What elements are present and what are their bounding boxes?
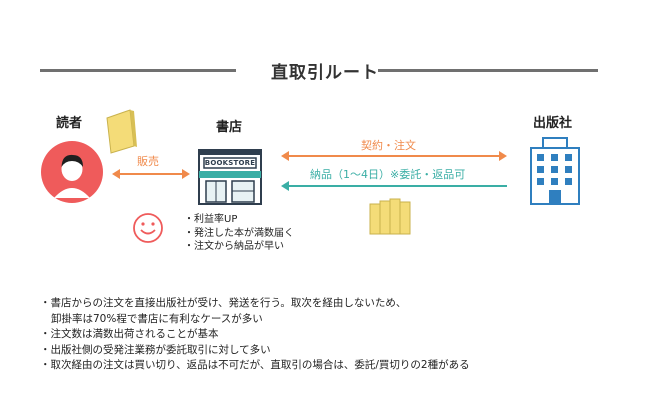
sales-arrow — [112, 169, 190, 179]
contract-label: 契約・注文 — [361, 139, 416, 152]
contract-arrow — [281, 151, 507, 161]
note-item: ・出版社側の受発注業務が委託取引に対して多い — [40, 343, 271, 356]
reader-avatar-icon — [41, 141, 103, 203]
delivery-label: 納品（1〜4日）※委託・返品可 — [310, 168, 466, 181]
reader-label: 読者 — [56, 116, 83, 131]
benefit-item: ・注文から納品が早い — [184, 241, 284, 252]
bookstore-building-icon — [198, 149, 262, 205]
book-stack-icon — [369, 198, 411, 235]
benefit-item: ・発注した本が満数届く — [184, 227, 294, 239]
title-line-left — [40, 69, 236, 72]
bookstore-sign: BOOKSTORE — [204, 159, 256, 167]
title-line-right — [378, 69, 598, 72]
benefits-list: ・利益率UP ・発注した本が満数届く ・注文から納品が早い — [184, 213, 294, 254]
note-item: 卸掛率は70%程で書店に有利なケースが多い — [51, 312, 263, 325]
publisher-label: 出版社 — [533, 116, 573, 131]
book-icon — [106, 109, 137, 154]
note-item: ・書店からの注文を直接出版社が受け、発送を行う。取次を経由しないため、 — [40, 297, 407, 309]
bookstore-label: 書店 — [216, 120, 243, 135]
page-title: 直取引ルート — [271, 63, 379, 83]
notes-list: ・書店からの注文を直接出版社が受け、発送を行う。取次を経由しないため、 卸掛率は… — [40, 296, 470, 374]
sales-label: 販売 — [137, 155, 159, 168]
smiley-icon — [133, 213, 163, 243]
note-item: ・注文数は満数出荷されることが基本 — [40, 328, 219, 340]
delivery-arrow — [281, 181, 507, 191]
note-item: ・取次経由の注文は買い切り、返品は不可だが、直取引の場合は、委託/買切りの2種が… — [40, 359, 470, 371]
benefit-item: ・利益率UP — [184, 214, 238, 225]
publisher-building-icon — [530, 137, 580, 205]
